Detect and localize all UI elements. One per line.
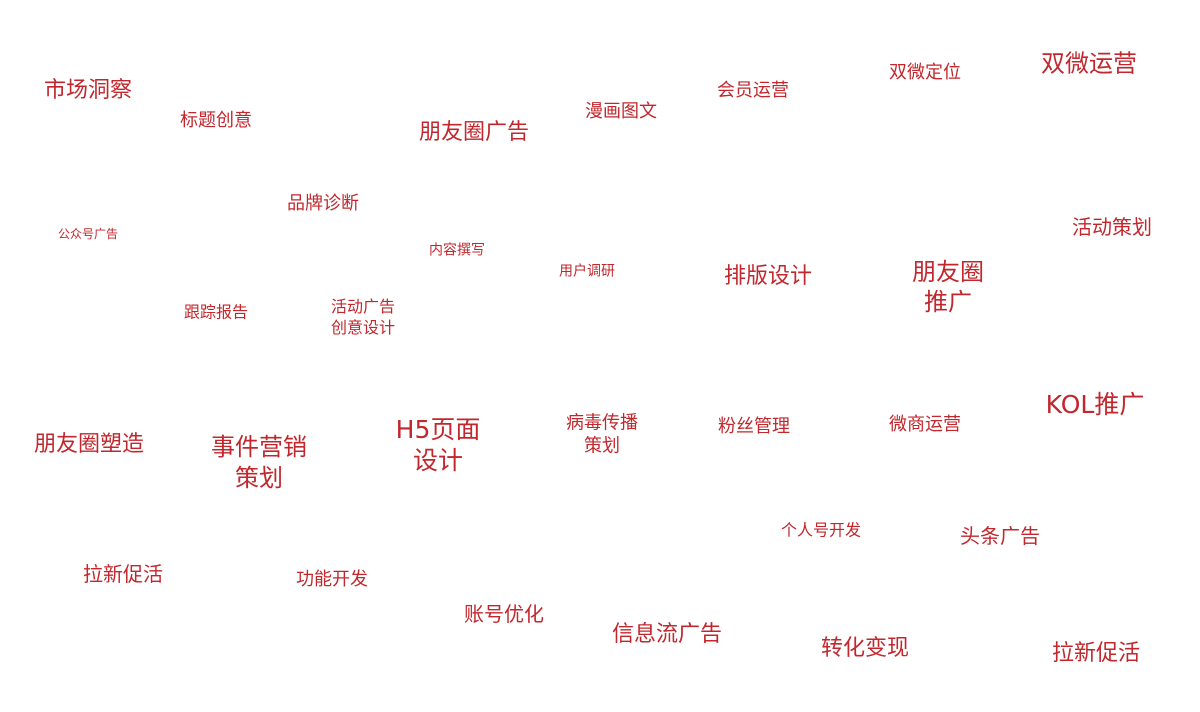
word-line: 市场洞察 bbox=[43, 77, 133, 103]
word-line: 信息流广告 bbox=[611, 621, 723, 647]
word-line: 双微定位 bbox=[889, 62, 961, 84]
word-tracking-report: 跟踪报告 bbox=[184, 302, 248, 321]
word-line: 转化变现 bbox=[820, 635, 910, 661]
word-kol-promotion: KOL推广 bbox=[1046, 390, 1145, 420]
word-moments-shaping: 朋友圈塑造 bbox=[34, 432, 144, 458]
word-line: 功能开发 bbox=[296, 569, 368, 591]
word-feed-ads: 信息流广告 bbox=[612, 622, 722, 648]
word-layout-design: 排版设计 bbox=[724, 264, 812, 290]
word-line: 朋友圈塑造 bbox=[33, 431, 145, 457]
word-line: 跟踪报告 bbox=[183, 302, 249, 322]
word-line: 策划 bbox=[235, 464, 283, 492]
word-conversion-monetization: 转化变现 bbox=[821, 636, 909, 662]
word-dual-wei-operations: 双微运营 bbox=[1041, 50, 1137, 79]
word-toutiao-ads: 头条广告 bbox=[960, 524, 1040, 548]
word-line: 活动广告 bbox=[330, 297, 396, 317]
word-line: 朋友圈广告 bbox=[418, 119, 530, 145]
word-event-marketing-planning: 事件营销策划 bbox=[211, 432, 307, 494]
word-line: 公众号广告 bbox=[57, 226, 119, 241]
word-line: 病毒传播 bbox=[566, 412, 638, 434]
word-brand-diagnosis: 品牌诊断 bbox=[287, 193, 359, 215]
word-dual-wei-positioning: 双微定位 bbox=[889, 62, 961, 84]
word-line: 粉丝管理 bbox=[718, 416, 790, 438]
word-personal-account-dev: 个人号开发 bbox=[781, 520, 861, 539]
word-content-writing: 内容撰写 bbox=[429, 243, 485, 260]
word-line: 设计 bbox=[412, 446, 463, 475]
word-fan-management: 粉丝管理 bbox=[718, 416, 790, 438]
word-comic-graphics: 漫画图文 bbox=[585, 101, 657, 123]
word-wechat-business-ops: 微商运营 bbox=[889, 414, 961, 436]
word-line: 策划 bbox=[584, 435, 620, 456]
word-line: 活动策划 bbox=[1072, 215, 1152, 239]
word-user-research: 用户调研 bbox=[559, 264, 615, 281]
word-account-optimization: 账号优化 bbox=[464, 602, 544, 626]
word-viral-spread-planning: 病毒传播策划 bbox=[566, 413, 638, 458]
word-line: 双微运营 bbox=[1041, 49, 1137, 78]
word-line: 品牌诊断 bbox=[287, 193, 359, 215]
word-line: 拉新促活 bbox=[1051, 640, 1141, 666]
word-line: 推广 bbox=[924, 288, 972, 316]
word-acquire-activate-2: 拉新促活 bbox=[1052, 641, 1140, 667]
word-moments-ads: 朋友圈广告 bbox=[419, 120, 529, 146]
word-line: 拉新促活 bbox=[83, 562, 163, 586]
word-line: KOL推广 bbox=[1045, 390, 1145, 419]
word-line: 朋友圈 bbox=[912, 258, 984, 286]
word-event-planning: 活动策划 bbox=[1072, 215, 1152, 239]
word-line: H5页面 bbox=[395, 414, 481, 444]
word-title-creative: 标题创意 bbox=[180, 110, 252, 132]
word-line: 账号优化 bbox=[464, 602, 544, 626]
word-official-account-ads: 公众号广告 bbox=[58, 227, 118, 241]
word-line: 头条广告 bbox=[960, 524, 1040, 548]
word-moments-promotion: 朋友圈推广 bbox=[912, 257, 984, 317]
word-event-ad-creative-design: 活动广告创意设计 bbox=[331, 297, 395, 339]
word-line: 漫画图文 bbox=[585, 101, 657, 123]
word-line: 排版设计 bbox=[723, 263, 813, 289]
word-acquire-activate: 拉新促活 bbox=[83, 562, 163, 586]
word-feature-development: 功能开发 bbox=[296, 569, 368, 591]
word-line: 内容撰写 bbox=[429, 242, 485, 259]
word-line: 用户调研 bbox=[559, 263, 615, 280]
word-line: 标题创意 bbox=[180, 110, 252, 132]
word-line: 会员运营 bbox=[717, 80, 789, 102]
word-h5-page-design: H5页面设计 bbox=[396, 414, 481, 477]
word-market-insight: 市场洞察 bbox=[44, 78, 132, 104]
word-line: 事件营销 bbox=[211, 432, 307, 461]
word-member-operations: 会员运营 bbox=[717, 80, 789, 102]
word-line: 微商运营 bbox=[889, 414, 961, 436]
word-line: 个人号开发 bbox=[780, 520, 862, 540]
word-line: 创意设计 bbox=[330, 318, 396, 337]
